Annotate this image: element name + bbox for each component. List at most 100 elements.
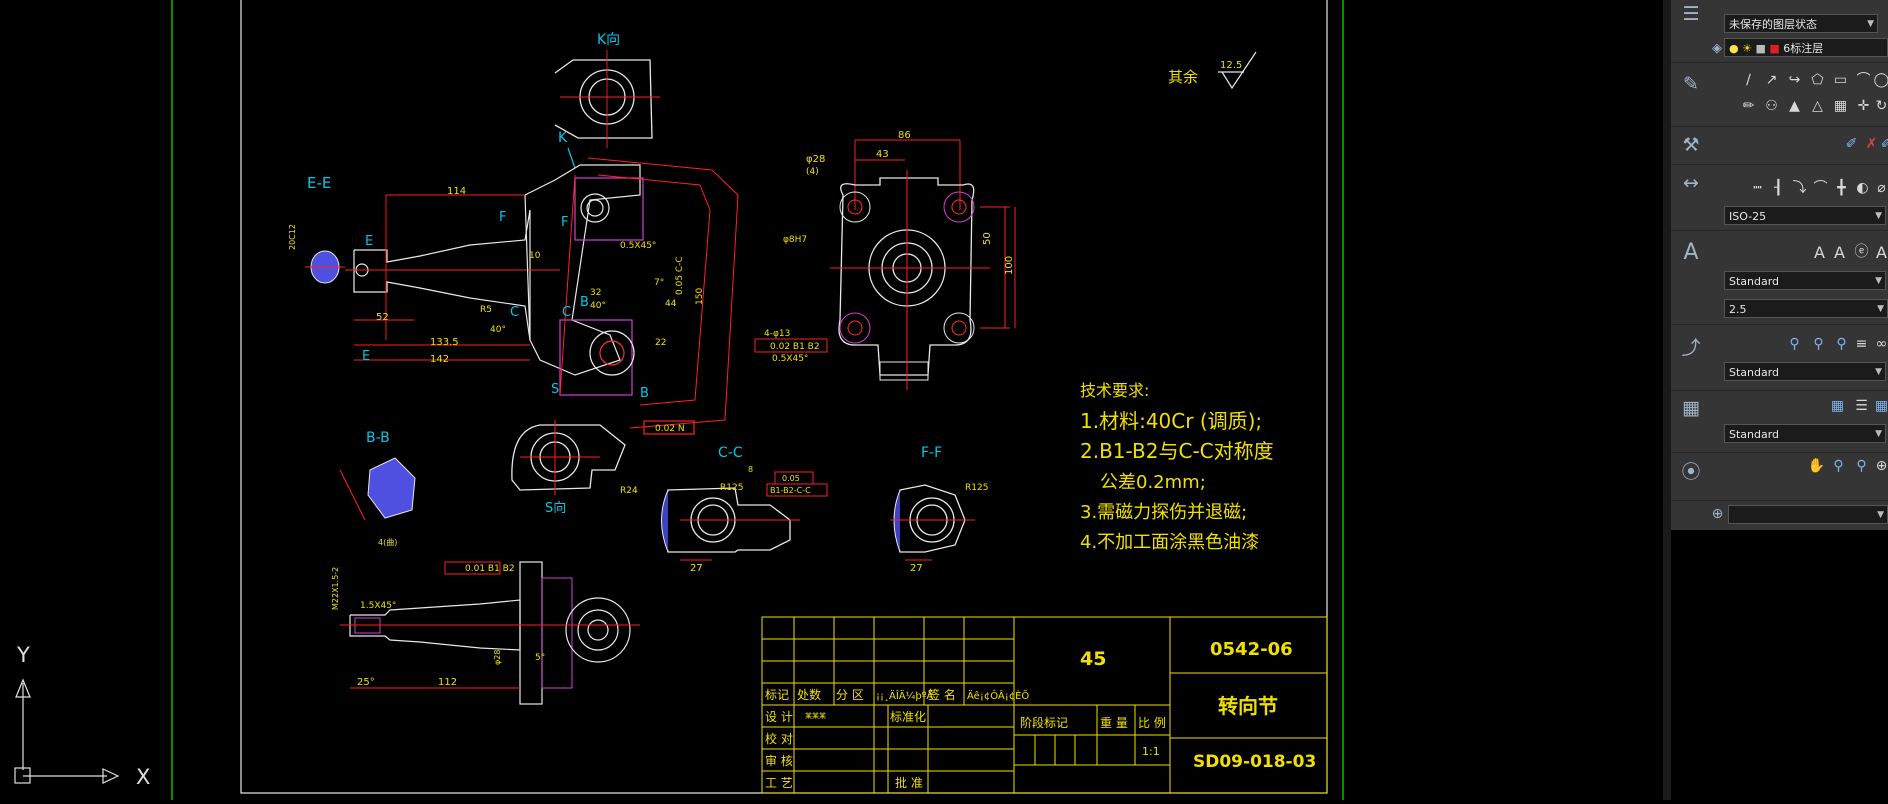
drawing-svg: Y X K向 K E-E 20C12 (14, 0, 1344, 800)
line-tool-icon[interactable]: ∕ (1746, 72, 1751, 88)
dim-style-combo[interactable]: ISO-25 ▼ (1724, 206, 1886, 225)
ray-tool-icon[interactable]: ↪ (1788, 72, 1801, 88)
tb-r-zhongliang: 重 量 (1100, 716, 1128, 730)
angular-dim-icon[interactable]: ⤵ (1792, 180, 1807, 196)
tb-r-shenhe: 审 核 (765, 753, 793, 768)
layer-state-combo[interactable]: 未保存的图层状态 ▼ (1724, 14, 1878, 33)
ee-label: E-E (307, 174, 331, 192)
tb-r-jieduan: 阶段标记 (1020, 715, 1068, 730)
tb-scale: 1:1 (1142, 745, 1160, 758)
remove-leader-icon[interactable]: ⚲ (1836, 336, 1847, 352)
rotate-tool-icon[interactable]: ↻ (1875, 98, 1888, 114)
move-tool-icon[interactable]: ✛ (1857, 98, 1870, 114)
circle-tool-icon[interactable]: ◯ (1873, 72, 1888, 88)
tb-drawing-no: 0542-06 (1210, 639, 1293, 660)
sun-icon: ☀ (1742, 42, 1752, 55)
match-properties-icon[interactable]: ⚇ (1765, 98, 1778, 114)
table-data-icon[interactable]: ☰ (1855, 398, 1868, 414)
lock-icon: ■ (1755, 42, 1766, 55)
dim-150: 150 (695, 288, 705, 305)
modify-icon[interactable]: ⚒ (1682, 134, 1700, 156)
add-leader-icon[interactable]: ⚲ (1813, 336, 1824, 352)
zoom-realtime-icon[interactable]: ⚲ (1856, 458, 1867, 474)
leader-icon[interactable]: ⤴ (1681, 336, 1701, 359)
layer-state-text: 未保存的图层状态 (1729, 18, 1817, 31)
text-style-combo[interactable]: Standard ▼ (1724, 271, 1886, 290)
current-layer-combo[interactable]: ● ☀ ■ ■ 6标注层 (1724, 38, 1888, 57)
dim-phi8h7: φ8H7 (783, 235, 807, 245)
dim-50: 50 (982, 232, 993, 245)
mark-b-1: B (580, 295, 589, 310)
insert-table-icon[interactable]: ▦ (1830, 398, 1845, 414)
rectangle-tool-icon[interactable]: ▭ (1833, 72, 1848, 88)
offset-tool-icon[interactable]: △ (1812, 98, 1823, 114)
array-tool-icon[interactable]: ▦ (1833, 98, 1848, 114)
zoom-extents-icon[interactable]: ⊕ (1875, 458, 1888, 474)
text-style-icon[interactable]: A (1876, 243, 1887, 262)
chevron-down-icon: ▼ (1875, 276, 1882, 286)
layers-icon[interactable]: ☰ (1682, 3, 1700, 25)
arc-tool-icon[interactable]: ⌒ (1856, 72, 1871, 88)
multileader-icon[interactable]: ⚲ (1789, 336, 1800, 352)
dim-4-holes: 4-φ13 (764, 329, 790, 339)
cc-label: C-C (718, 445, 743, 461)
model-space-canvas[interactable]: Y X K向 K E-E 20C12 (0, 0, 1663, 800)
named-view-icon[interactable]: ⊕ (1711, 506, 1724, 522)
mleader-style-combo[interactable]: Standard ▼ (1724, 362, 1886, 381)
drawing-frame (240, 0, 1328, 794)
radius-dim-icon[interactable]: ◐ (1856, 180, 1869, 196)
ucs-x-label: X (136, 765, 150, 789)
edit-icon[interactable]: ✐ (1845, 136, 1858, 152)
collect-leader-icon[interactable]: ∞ (1875, 336, 1888, 352)
ee-section: E-E 20C12 (288, 174, 345, 284)
k-arrow-label: K (558, 130, 568, 146)
dim-4-bb: 4(曲) (378, 537, 397, 547)
tb-h-garbled1: ¡¡¸ÄÎÄ¼þºÅ (876, 689, 933, 702)
table-section: ▦ ▦ ☰ ▦ Standard ▼ (1671, 390, 1888, 453)
mark-e-1: E (365, 234, 373, 249)
table-style-combo[interactable]: Standard ▼ (1724, 424, 1886, 443)
ucs-icon: Y X (14, 643, 150, 789)
linear-dim-icon[interactable]: ┉ (1753, 180, 1762, 196)
ordinate-dim-icon[interactable]: ╋ (1837, 180, 1846, 196)
extract-data-icon[interactable]: ▦ (1874, 398, 1888, 414)
align-leader-icon[interactable]: ≡ (1855, 336, 1868, 352)
mleader-style-text: Standard (1729, 366, 1780, 379)
panel-splitter[interactable] (1663, 0, 1671, 800)
mark-s: S (551, 382, 559, 397)
zoom-window-icon[interactable]: ⚲ (1833, 458, 1844, 474)
explode-icon[interactable]: ✐ (1880, 136, 1888, 152)
chamfer-a: 0.5X45° (620, 241, 656, 251)
arc-dim-icon[interactable]: ⌒ (1813, 180, 1828, 196)
text-icon[interactable]: A (1683, 239, 1699, 265)
hatch-tool-icon[interactable]: ✏ (1742, 98, 1755, 114)
diameter-dim-icon[interactable]: ⌀ (1877, 180, 1886, 196)
text-height-combo[interactable]: 2.5 ▼ (1724, 299, 1888, 318)
spell-check-icon[interactable]: ⓔ (1854, 244, 1869, 260)
erase-icon[interactable]: ✗ (1865, 136, 1878, 152)
dim-style-text: ISO-25 (1729, 210, 1767, 223)
multiline-text-icon[interactable]: A (1834, 243, 1845, 262)
table-icon[interactable]: ▦ (1682, 397, 1700, 419)
single-line-text-icon[interactable]: A (1814, 243, 1825, 262)
chevron-down-icon: ▼ (1867, 19, 1874, 29)
dimension-icon[interactable]: ↔ (1683, 172, 1699, 194)
chamfer-c: 1.5X45° (360, 601, 396, 611)
tb-r-pizhun: 批 准 (895, 775, 923, 790)
draw-icon[interactable]: ✎ (1683, 73, 1699, 95)
tb-r-gongyi: 工 艺 (765, 776, 793, 790)
aligned-dim-icon[interactable]: ┨ (1774, 180, 1783, 196)
cc-section: C-C 8 R125 0.05 B1-B2-C-C 27 (661, 445, 828, 574)
layer-properties-icon[interactable]: ◈ (1712, 40, 1722, 56)
chevron-down-icon: ▼ (1877, 510, 1884, 520)
pan-icon[interactable]: ✋ (1807, 458, 1826, 474)
tb-r-sheji-name: 某某某 (805, 712, 826, 720)
mirror-tool-icon[interactable]: ▲ (1789, 98, 1800, 114)
k-view: K向 K (554, 32, 660, 169)
view-icon[interactable]: ⦿ (1681, 460, 1701, 483)
polyline-tool-icon[interactable]: ↗ (1765, 72, 1778, 88)
view-section: ⦿ ✋ ⚲ ⚲ ⊕ (1671, 452, 1888, 501)
dim-25deg: 25° (357, 677, 375, 688)
polygon-tool-icon[interactable]: ⬠ (1811, 72, 1824, 88)
named-view-combo[interactable]: ▼ (1728, 505, 1888, 524)
